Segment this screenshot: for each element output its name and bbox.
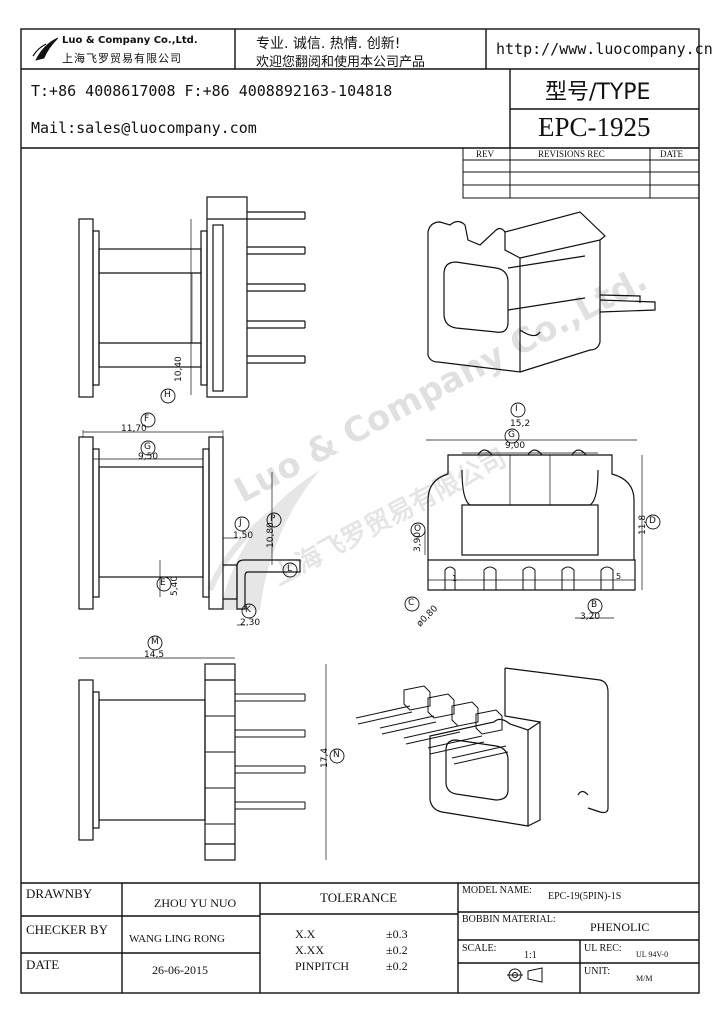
tolerance-label: TOLERANCE <box>320 890 398 905</box>
company-logo-icon <box>32 37 59 61</box>
pin1-label: 1 <box>452 574 458 583</box>
dim-p-value: 10,80 <box>266 522 276 548</box>
label-i: I <box>515 404 518 414</box>
bobbin-material-label: BOBBIN MATERIAL: <box>462 914 556 925</box>
label-o: O <box>414 524 422 534</box>
bobbin-material-value: PHENOLIC <box>590 920 650 934</box>
dim-k-value: 2,30 <box>240 618 261 628</box>
side-view-top <box>78 196 306 398</box>
label-j: J <box>239 518 242 528</box>
date-label: DATE <box>26 957 60 972</box>
phone-fax: T:+86 4008617008 F:+86 4008892163-104818 <box>31 82 393 100</box>
type-label: 型号/TYPE <box>545 80 651 105</box>
model-number: EPC-1925 <box>538 112 651 142</box>
dim-g-value: 9,50 <box>138 452 159 462</box>
date-col-header: DATE <box>660 149 683 159</box>
slogan-line1: 专业. 诚信. 热情. 创新! <box>256 36 401 52</box>
tol-xxx-value: ±0.2 <box>386 943 408 957</box>
rev-col-header: REV <box>476 149 494 159</box>
isometric-view-top <box>427 211 656 373</box>
pin5-label: 5 <box>616 572 622 581</box>
scale-value: 1:1 <box>524 950 537 961</box>
dim-o-value: 3,90 <box>413 531 423 552</box>
dim-h-value: 10,40 <box>174 356 184 382</box>
label-g: G <box>144 442 151 452</box>
label-b: B <box>591 600 598 610</box>
side-view-middle <box>78 430 301 610</box>
outer-border <box>20 28 700 994</box>
isometric-view-bottom <box>355 667 609 827</box>
checker-label: CHECKER BY <box>26 922 108 937</box>
label-g2: G <box>508 430 515 440</box>
website-link[interactable]: http://www.luocompany.cn <box>496 40 713 58</box>
label-l: L <box>287 564 293 574</box>
tol-pin-value: ±0.2 <box>386 959 408 973</box>
dim-g2-value: 9,00 <box>505 441 526 451</box>
tol-xxx-label: X.XX <box>295 943 324 957</box>
date-value: 26-06-2015 <box>152 963 208 977</box>
dim-d-value: 11,8 <box>638 514 648 535</box>
revisions-rec-col-header: REVISIONS REC <box>538 149 605 159</box>
tol-xx-label: X.X <box>295 927 316 941</box>
label-c: C <box>408 598 415 608</box>
slogan-line2: 欢迎您翻阅和使用本公司产品 <box>256 55 426 70</box>
label-f: F <box>144 414 150 424</box>
mail-address[interactable]: Mail:sales@luocompany.com <box>31 119 257 137</box>
model-name-label: MODEL NAME: <box>462 885 532 896</box>
company-name: Luo & Company Co.,Ltd. <box>62 35 198 46</box>
ul-rec-label: UL REC: <box>584 943 622 954</box>
dim-e-value: 5,40 <box>170 575 180 596</box>
dim-m-value: 14,5 <box>144 650 165 660</box>
label-m: M <box>151 637 159 647</box>
unit-value: M/M <box>636 974 653 983</box>
label-p: P <box>270 514 276 524</box>
label-n: N <box>333 750 340 760</box>
dimension-markers <box>140 388 661 764</box>
scale-label: SCALE: <box>462 943 497 954</box>
tol-pin-label: PINPITCH <box>295 959 350 973</box>
drawn-by-value: ZHOU YU NUO <box>154 896 237 910</box>
dim-f-value: 11,70 <box>121 424 147 434</box>
label-h: H <box>164 390 171 400</box>
model-name-value: EPC-19(5PIN)-1S <box>548 891 622 902</box>
dim-j-value: 1,50 <box>233 531 254 541</box>
label-e: E <box>160 578 166 588</box>
side-view-bottom <box>78 663 306 861</box>
checker-value: WANG LING RONG <box>129 933 225 945</box>
dim-n-value: 17,4 <box>320 747 330 768</box>
label-k: K <box>245 605 251 615</box>
dim-b-value: 3,20 <box>580 612 601 622</box>
company-name-cn: 上海飞罗贸易有限公司 <box>62 52 182 65</box>
dim-i-value: 15,2 <box>510 419 531 429</box>
front-view <box>427 449 636 591</box>
label-d: D <box>649 516 656 526</box>
ul-rec-value: UL 94V-0 <box>636 950 669 959</box>
unit-label: UNIT: <box>584 966 611 977</box>
tol-xx-value: ±0.3 <box>386 927 408 941</box>
projection-symbol-icon <box>507 967 543 983</box>
drawn-by-label: DRAWNBY <box>26 886 93 901</box>
